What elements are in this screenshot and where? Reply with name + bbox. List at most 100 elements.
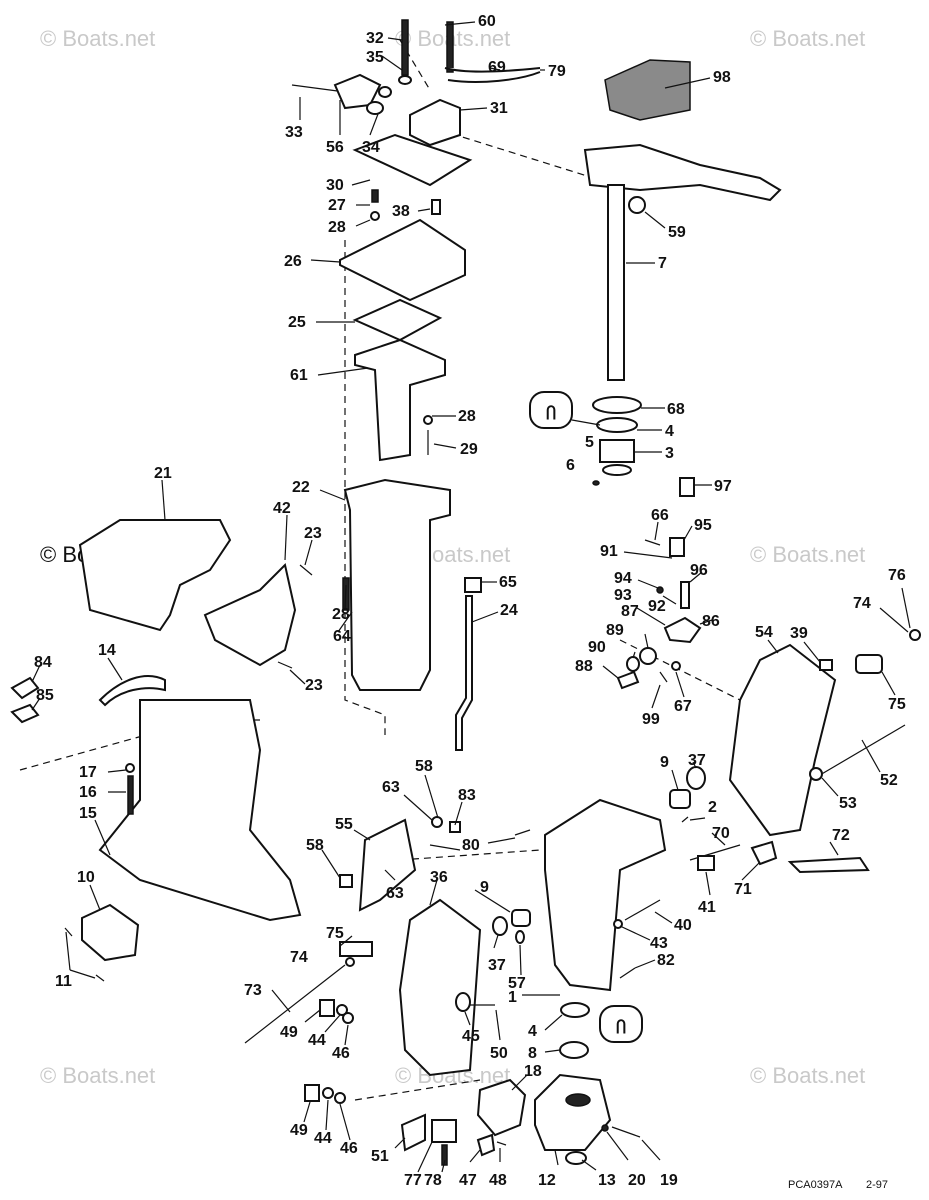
callout-22: 22 [292,479,310,496]
bushing-4 [596,417,638,433]
callout-37a: 37 [688,752,706,769]
cover-10 [81,903,140,962]
callout-88: 88 [575,658,593,675]
callout-26: 26 [284,253,302,270]
callout-46: 46 [332,1045,350,1062]
bolt-60 [446,21,454,73]
callout-80: 80 [462,837,480,854]
screw-23a [299,564,313,576]
bracket-84 [10,676,40,700]
callout-76: 76 [888,567,906,584]
rod-40 [624,899,661,921]
screw-23b [277,661,293,669]
callout-15: 15 [79,805,97,822]
callout-9a: 9 [660,754,669,771]
gasket-25 [352,298,443,342]
clamp-bracket-36 [398,898,482,1077]
bolt-58b [449,821,461,833]
callout-55: 55 [335,816,353,833]
screw-27 [371,189,379,203]
bolt-78 [441,1144,448,1166]
adapter-26 [339,218,466,302]
callout-65: 65 [499,574,517,591]
valve-97 [679,477,695,497]
screw-19 [611,1126,641,1138]
exhaust-housing-61 [354,338,446,462]
callout-73: 73 [244,982,262,999]
callout-93: 93 [614,587,632,604]
callout-29: 29 [460,441,478,458]
callout-63: 63 [382,779,400,796]
callout-50: 50 [490,1045,508,1062]
nut-59 [628,196,646,214]
callout-87: 87 [621,603,639,620]
callout-58: 58 [415,758,433,775]
pin-6 [592,480,600,486]
watermark: © Boats.net [750,1063,865,1088]
bracket-55 [358,818,417,912]
nut-39 [819,659,833,671]
callout-85: 85 [36,687,54,704]
callout-32: 32 [366,30,384,47]
pin-48 [496,1141,507,1146]
callout-67: 67 [674,698,692,715]
callout-86: 86 [702,613,720,630]
callout-56: 56 [326,139,344,156]
cowl-42 [203,563,297,667]
callout-58b: 58 [306,837,324,854]
callout-75: 75 [888,696,906,713]
callout-35: 35 [366,49,384,66]
callout-20: 20 [628,1172,646,1189]
bracket-85 [10,703,40,724]
callout-94: 94 [614,570,632,587]
callout-6: 6 [566,457,575,474]
callout-92: 92 [648,598,666,615]
callout-24: 24 [500,602,518,619]
callout-23: 23 [304,525,322,542]
ball-93 [656,586,664,594]
callout-97: 97 [714,478,732,495]
washer-74 [345,957,355,967]
callout-52: 52 [880,772,898,789]
screw-11b [95,974,105,982]
callout-53: 53 [839,795,857,812]
screw-11a [64,927,73,937]
exhaust-housing-22 [343,478,451,691]
bolt-32 [401,19,409,76]
seal-glyph: Ⴖ [546,405,556,423]
pad-51 [400,1113,426,1152]
callout-68: 68 [667,401,685,418]
callout-44: 44 [308,1032,326,1049]
nut-76 [909,629,921,641]
screw-80 [514,829,531,836]
callout-70: 70 [712,825,730,842]
bushing-9b [511,909,531,927]
callout-74b: 74 [290,949,308,966]
bushing-8 [559,1041,589,1059]
callout-99: 99 [642,711,660,728]
lever-71 [750,840,778,866]
callout-28c: 28 [332,606,350,623]
callout-91: 91 [600,543,618,560]
swivel-bracket-1 [544,798,667,992]
callout-61: 61 [290,367,308,384]
bushing-3 [599,439,635,463]
callout-1: 1 [508,989,517,1006]
callout-37b: 37 [488,957,506,974]
washer-17 [125,763,135,773]
nut-46 [342,1012,354,1024]
callout-3: 3 [665,445,674,462]
seal-14 [98,675,166,707]
callout-30: 30 [326,177,344,194]
washer-20 [601,1124,609,1132]
callout-95: 95 [694,517,712,534]
callout-71: 71 [734,881,752,898]
callout-51: 51 [371,1148,389,1165]
screw-82 [619,967,636,979]
washer-34b [378,86,392,98]
callout-25: 25 [288,314,306,331]
callout-34: 34 [362,139,380,156]
bolt-75 [339,941,373,957]
drawing-date: 2-97 [866,1179,888,1191]
callout-4b: 4 [528,1023,537,1040]
